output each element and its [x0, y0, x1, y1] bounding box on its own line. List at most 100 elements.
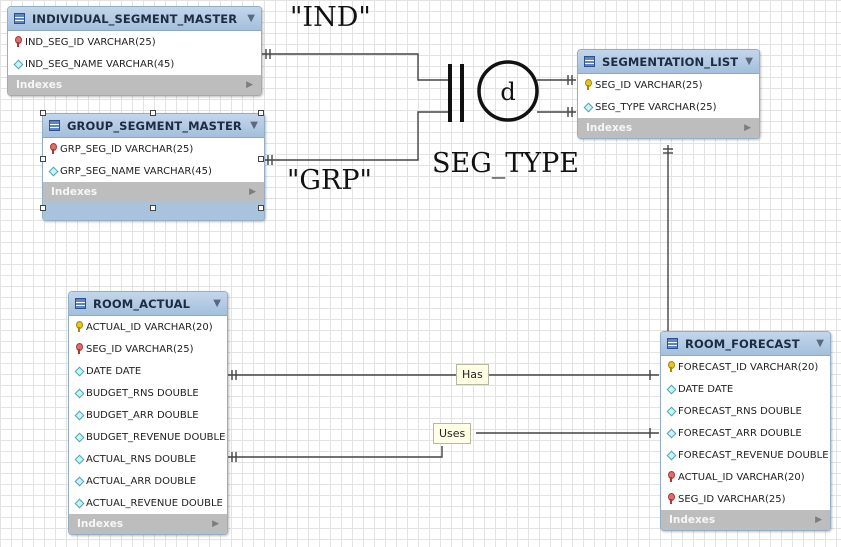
column-diamond-icon [48, 165, 59, 177]
table-segmentation-list[interactable]: SEGMENTATION_LIST ▼ SEG_ID VARCHAR(25) S… [577, 49, 760, 139]
column-row[interactable]: ACTUAL_REVENUE DOUBLE [69, 492, 227, 514]
chevron-down-icon[interactable]: ▼ [247, 13, 255, 24]
relationship-label-uses[interactable]: Uses [433, 423, 472, 444]
column-row[interactable]: SEG_TYPE VARCHAR(25) [578, 96, 759, 118]
disjoint-label: d [500, 78, 515, 106]
column-label: GRP_SEG_NAME VARCHAR(45) [60, 165, 212, 177]
indexes-label: Indexes [586, 122, 633, 134]
column-label: ACTUAL_REVENUE DOUBLE [86, 497, 223, 509]
table-icon [584, 56, 595, 67]
column-row[interactable]: IND_SEG_NAME VARCHAR(45) [8, 53, 261, 75]
table-title: SEGMENTATION_LIST [602, 54, 739, 69]
column-row[interactable]: FORECAST_ARR DOUBLE [661, 422, 830, 444]
table-title: GROUP_SEGMENT_MASTER [67, 118, 242, 133]
primary-key-icon [583, 79, 594, 91]
resize-handle[interactable] [258, 205, 264, 211]
resize-handle[interactable] [150, 205, 156, 211]
column-label: BUDGET_ARR DOUBLE [86, 409, 199, 421]
indexes-section[interactable]: Indexes ▶ [661, 510, 830, 530]
resize-handle[interactable] [40, 205, 46, 211]
column-row[interactable]: DATE DATE [661, 378, 830, 400]
table-icon [667, 338, 678, 349]
indexes-label: Indexes [77, 518, 124, 530]
indexes-label: Indexes [669, 514, 716, 526]
column-label: FORECAST_REVENUE DOUBLE [678, 449, 829, 461]
column-diamond-icon [74, 497, 85, 509]
table-title: ROOM_FORECAST [685, 336, 800, 351]
column-row[interactable]: GRP_SEG_NAME VARCHAR(45) [43, 160, 264, 182]
column-row[interactable]: FORECAST_ID VARCHAR(20) [661, 356, 830, 378]
column-diamond-icon [74, 409, 85, 421]
table-room-actual[interactable]: ROOM_ACTUAL ▼ ACTUAL_ID VARCHAR(20) SEG_… [68, 291, 228, 535]
chevron-down-icon[interactable]: ▼ [816, 338, 824, 349]
primary-key-icon [74, 321, 85, 333]
table-title: INDIVIDUAL_SEGMENT_MASTER [32, 11, 238, 26]
table-header[interactable]: GROUP_SEGMENT_MASTER ▼ [43, 114, 264, 138]
foreign-key-icon [74, 343, 85, 355]
column-row[interactable]: ACTUAL_ARR DOUBLE [69, 470, 227, 492]
table-header[interactable]: ROOM_FORECAST ▼ [661, 332, 830, 356]
column-row[interactable]: SEG_ID VARCHAR(25) [69, 338, 227, 360]
column-label: BUDGET_REVENUE DOUBLE [86, 431, 226, 443]
disjoint-symbol [448, 60, 539, 122]
triangle-right-icon[interactable]: ▶ [246, 80, 253, 90]
column-row[interactable]: GRP_SEG_ID VARCHAR(25) [43, 138, 264, 160]
triangle-right-icon[interactable]: ▶ [212, 519, 219, 529]
indexes-label: Indexes [51, 186, 98, 198]
annotation-ind: "IND" [290, 2, 371, 33]
resize-handle[interactable] [258, 110, 264, 116]
column-diamond-icon [583, 101, 594, 113]
resize-handle[interactable] [40, 110, 46, 116]
triangle-right-icon[interactable]: ▶ [744, 123, 751, 133]
column-row[interactable]: ACTUAL_RNS DOUBLE [69, 448, 227, 470]
column-label: GRP_SEG_ID VARCHAR(25) [60, 143, 194, 155]
column-row[interactable]: SEG_ID VARCHAR(25) [661, 488, 830, 510]
table-individual-segment-master[interactable]: INDIVIDUAL_SEGMENT_MASTER ▼ IND_SEG_ID V… [7, 6, 262, 96]
relationship-label-has[interactable]: Has [456, 364, 489, 385]
indexes-section[interactable]: Indexes ▶ [578, 118, 759, 138]
column-label: SEG_ID VARCHAR(25) [595, 79, 703, 91]
table-room-forecast[interactable]: ROOM_FORECAST ▼ FORECAST_ID VARCHAR(20) … [660, 331, 831, 531]
indexes-section[interactable]: Indexes ▶ [8, 75, 261, 95]
table-icon [75, 298, 86, 309]
column-label: SEG_ID VARCHAR(25) [86, 343, 194, 355]
column-row[interactable]: FORECAST_RNS DOUBLE [661, 400, 830, 422]
chevron-down-icon[interactable]: ▼ [213, 298, 221, 309]
table-header[interactable]: SEGMENTATION_LIST ▼ [578, 50, 759, 74]
column-label: FORECAST_ID VARCHAR(20) [678, 361, 819, 373]
table-header[interactable]: ROOM_ACTUAL ▼ [69, 292, 227, 316]
column-row[interactable]: BUDGET_ARR DOUBLE [69, 404, 227, 426]
resize-handle[interactable] [150, 110, 156, 116]
column-label: IND_SEG_NAME VARCHAR(45) [25, 58, 175, 70]
resize-handle[interactable] [258, 156, 264, 162]
triangle-right-icon[interactable]: ▶ [815, 515, 822, 525]
column-diamond-icon [666, 383, 677, 395]
annotation-grp: "GRP" [287, 165, 372, 196]
column-label: DATE DATE [86, 365, 142, 377]
selection-padding [43, 202, 264, 220]
column-row[interactable]: FORECAST_REVENUE DOUBLE [661, 444, 830, 466]
table-group-segment-master[interactable]: GROUP_SEGMENT_MASTER ▼ GRP_SEG_ID VARCHA… [42, 113, 265, 221]
column-row[interactable]: BUDGET_REVENUE DOUBLE [69, 426, 227, 448]
column-diamond-icon [666, 405, 677, 417]
triangle-right-icon[interactable]: ▶ [249, 187, 256, 197]
column-row[interactable]: IND_SEG_ID VARCHAR(25) [8, 31, 261, 53]
column-label: ACTUAL_RNS DOUBLE [86, 453, 197, 465]
table-header[interactable]: INDIVIDUAL_SEGMENT_MASTER ▼ [8, 7, 261, 31]
chevron-down-icon[interactable]: ▼ [745, 56, 753, 67]
column-row[interactable]: SEG_ID VARCHAR(25) [578, 74, 759, 96]
resize-handle[interactable] [40, 156, 46, 162]
column-row[interactable]: BUDGET_RNS DOUBLE [69, 382, 227, 404]
column-label: FORECAST_RNS DOUBLE [678, 405, 802, 417]
table-icon [49, 120, 60, 131]
column-row[interactable]: ACTUAL_ID VARCHAR(20) [69, 316, 227, 338]
annotation-seg-type: SEG_TYPE [432, 148, 579, 179]
column-row[interactable]: DATE DATE [69, 360, 227, 382]
chevron-down-icon[interactable]: ▼ [250, 120, 258, 131]
column-row[interactable]: ACTUAL_ID VARCHAR(20) [661, 466, 830, 488]
indexes-section[interactable]: Indexes ▶ [69, 514, 227, 534]
column-diamond-icon [13, 58, 24, 70]
foreign-key-icon [13, 36, 24, 48]
indexes-section[interactable]: Indexes ▶ [43, 182, 264, 202]
